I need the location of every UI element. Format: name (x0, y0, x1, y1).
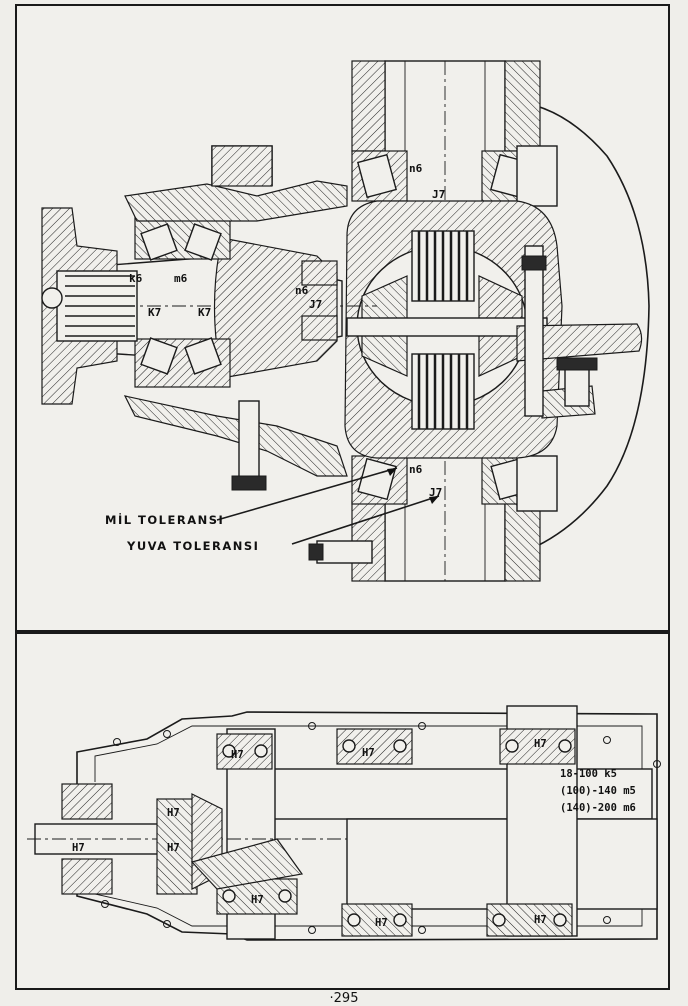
gearbox-section-drawing: H7 H7 H7 H7 H7 H7 H7 H7 H7 (27, 705, 661, 941)
input-shaft-assembly (27, 783, 347, 895)
label-j7-top: J7 (432, 188, 445, 201)
differential-section-drawing: k6 m6 K7 K7 n6 J7 n6 J7 n6 J7 MİL TOLERA… (41, 60, 650, 582)
label-n6-top: n6 (409, 162, 423, 175)
ring-gear-bolt (524, 245, 544, 417)
pinion-housing-lower (123, 395, 348, 477)
ring-gear (516, 323, 643, 362)
housing-tolerance-leader (291, 495, 440, 545)
label-h7-top-right: H7 (534, 738, 547, 750)
label-n6-bottom: n6 (409, 463, 423, 476)
lower-bolt (316, 540, 373, 564)
bevel-gear (190, 838, 304, 890)
label-h7-input-lower: H7 (167, 842, 180, 854)
shaft-tolerance-callout: MİL TOLERANSI (105, 512, 224, 527)
top-bearings (216, 728, 576, 770)
label-k7-right: K7 (198, 306, 211, 319)
label-h7-bottom-right: H7 (534, 914, 547, 926)
tolerance-row: (140)-200 m6 (560, 802, 636, 814)
label-n6-pinion: n6 (295, 284, 309, 297)
label-j7-pinion: J7 (309, 298, 322, 311)
label-h7-input-shaft: H7 (72, 842, 85, 854)
label-h7-top-left: H7 (231, 749, 244, 761)
tolerance-row: 18-100 k5 (560, 768, 617, 780)
label-h7-bottom-left: H7 (251, 894, 264, 906)
label-m6: m6 (174, 272, 188, 285)
bottom-bearings (216, 878, 573, 937)
bottom-figure-panel: H7 H7 H7 H7 H7 H7 H7 H7 H7 (15, 632, 670, 990)
label-j7-bottom: J7 (429, 486, 442, 499)
pinion-housing-upper (124, 180, 348, 222)
housing-bolt (238, 400, 260, 482)
shaft-tolerance-leader (216, 467, 398, 521)
housing-outline (496, 100, 650, 547)
intermediate-shaft (241, 768, 653, 820)
top-figure-panel: k6 m6 K7 K7 n6 J7 n6 J7 n6 J7 MİL TOLERA… (15, 4, 670, 632)
tolerance-table: 18-100 k5 (100)-140 m5 (140)-200 m6 (560, 766, 660, 817)
label-k7-left: K7 (148, 306, 161, 319)
label-h7-bottom-mid: H7 (375, 917, 388, 929)
bottom-bearing-pair (351, 455, 558, 512)
pinion-bearings (134, 210, 338, 388)
output-gear-body (346, 818, 658, 910)
label-k6: k6 (129, 272, 143, 285)
label-h7-input-upper: H7 (167, 807, 180, 819)
housing-tolerance-callout: YUVA TOLERANSI (126, 539, 259, 553)
input-flange (41, 207, 138, 405)
tolerance-row: (100)-140 m5 (560, 785, 636, 797)
label-h7-top-mid: H7 (362, 747, 375, 759)
top-bearing-pair (351, 145, 558, 207)
page-number: ·295 (329, 991, 359, 1006)
